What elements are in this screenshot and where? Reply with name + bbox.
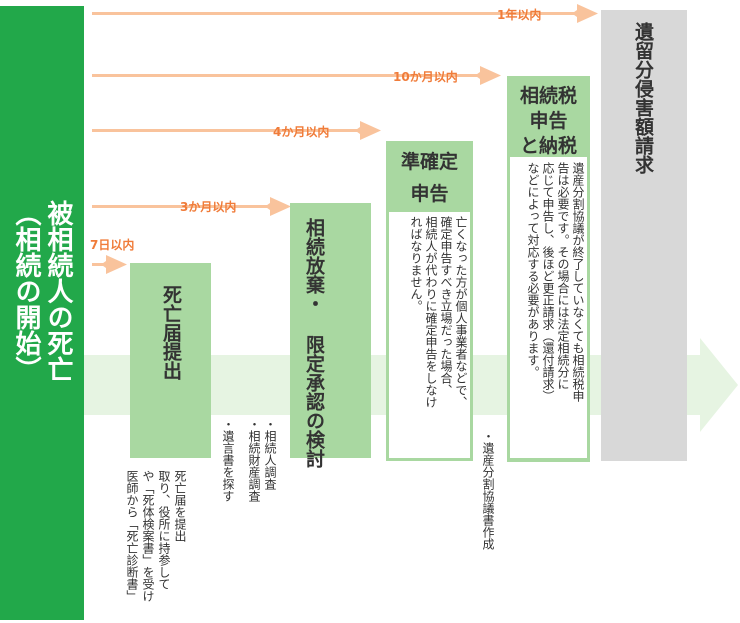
step-death-report-box — [130, 263, 211, 458]
step-quasi-return-desc-panel — [389, 212, 470, 458]
inheritance-start-box — [0, 6, 84, 620]
step-renounce-title: 相続放棄・ 限定承認の検討 — [303, 218, 325, 468]
note-will: ・遺言書を探す — [221, 418, 235, 502]
deadline-label-4months: 4か月以内 — [273, 125, 330, 139]
deadline-label-7days: 7日以内 — [90, 238, 135, 252]
step-inheritance-tax-desc: 遺産分割協議が終了していなくても相続税申 告は必要です。その場合には法定相続分に… — [526, 162, 585, 402]
deadline-label-3months: 3か月以内 — [180, 200, 237, 214]
deadline-arrow-10months — [92, 66, 501, 85]
deadline-arrow-1year — [92, 4, 598, 23]
step-renounce-box — [290, 203, 371, 458]
step-death-report-title: 死亡届提出 — [160, 285, 182, 380]
step-quasi-return-title: 準確定 申告 — [400, 151, 458, 205]
inheritance-start-label: 被相続人の死亡 （相続の開始） — [11, 200, 73, 382]
deadline-label-10months: 10か月以内 — [393, 70, 458, 84]
note-investigation: ・相続人調査 ・相続財産調査 — [247, 418, 277, 502]
deadline-arrow-7days — [92, 255, 127, 274]
note-death-report: 死亡届を提出 取り、役所に持参して や「死体検案書」を受け 医師から「死亡診断書… — [125, 470, 187, 602]
deadline-label-1year: 1年以内 — [497, 8, 542, 22]
step-quasi-return-desc: 亡くなった方が個人事業者などで、 確定申告すべき立場だった場合、 相続人が代わり… — [409, 216, 468, 408]
step-inheritance-tax-desc-panel — [510, 157, 587, 458]
step-legal-share-title: 遺留分侵害額請求 — [632, 22, 654, 174]
step-legal-share-box — [601, 10, 687, 461]
deadline-arrow-4months — [92, 121, 381, 140]
deadline-arrow-3months — [92, 197, 291, 216]
step-inheritance-tax-title: 相続税 申告 と納税 — [519, 85, 577, 157]
note-division: ・遺産分割協議書作成 — [481, 430, 495, 550]
